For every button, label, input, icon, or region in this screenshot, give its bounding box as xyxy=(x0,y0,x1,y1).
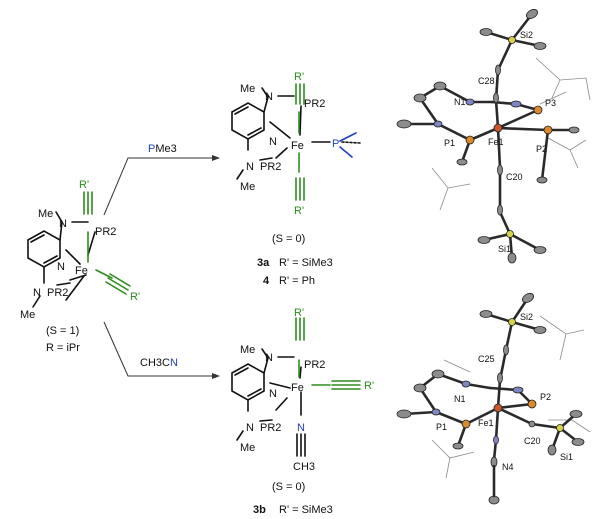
start-r-top: R' xyxy=(79,179,89,191)
bottom-pr2-top: PR2 xyxy=(304,359,325,371)
ct-p2: P2 xyxy=(536,144,547,154)
top-pr2-bottom: PR2 xyxy=(260,161,281,173)
bottom-r-right: R' xyxy=(364,380,374,392)
label-4: 4 xyxy=(263,275,270,287)
ct-fe1: Fe1 xyxy=(488,137,504,147)
reaction-arrows: PMe3 CH3CN xyxy=(103,143,220,379)
top-n-top: N xyxy=(265,91,273,103)
pyridine-ring xyxy=(27,230,61,268)
ct-si2: Si2 xyxy=(520,30,533,40)
label-3b: 3b xyxy=(253,504,266,516)
label-3a: 3a xyxy=(257,257,270,269)
cb-c20: C20 xyxy=(524,436,541,446)
start-spin: (S = 1) xyxy=(46,325,79,337)
start-fe: Fe xyxy=(75,265,88,277)
top-r-bottom: R' xyxy=(294,205,304,217)
cb-p1: P1 xyxy=(436,422,447,432)
ct-p3: P3 xyxy=(545,98,556,108)
bottom-me-bottom: Me xyxy=(240,442,255,454)
top-n-ring: N xyxy=(269,136,277,148)
start-me-bottom: Me xyxy=(20,309,35,321)
start-pr2-top: PR2 xyxy=(95,226,116,238)
cb-n1: N1 xyxy=(454,394,466,404)
start-n-top: N xyxy=(59,218,67,230)
def-3b: R' = SiMe3 xyxy=(279,504,333,516)
bottom-pr2-bottom: PR2 xyxy=(260,422,281,434)
top-product: R' Me N PR2 Fe P N N PR2 Me R' (S = 0) 3… xyxy=(231,71,361,287)
starting-complex: Me N PR2 Fe N N PR2 Me R' R' (S = 1) R =… xyxy=(20,179,140,354)
cb-si1: Si1 xyxy=(560,452,573,462)
bottom-product: R' Me N PR2 Fe R' N N PR2 Me N CH3 (S = … xyxy=(231,307,374,516)
bottom-fe: Fe xyxy=(291,382,304,394)
top-me-bottom: Me xyxy=(240,181,255,193)
bottom-me: Me xyxy=(240,344,255,356)
start-pr2-bottom: PR2 xyxy=(47,287,68,299)
bottom-n-top: N xyxy=(265,352,273,364)
cb-fe1: Fe1 xyxy=(478,418,494,428)
bottom-n-bottom: N xyxy=(246,422,254,434)
def-4: R' = Ph xyxy=(279,275,315,287)
cb-n4: N4 xyxy=(502,462,514,472)
crystal-structure-top: Si2 C28 N1 P3 P1 Fe1 P2 C20 Si1 xyxy=(396,9,591,264)
crystal-structure-bottom: Si2 C25 N1 P2 P1 Fe1 C20 N4 Si1 xyxy=(396,293,591,505)
start-r-right: R' xyxy=(130,291,140,303)
ct-n1: N1 xyxy=(454,97,466,107)
ct-si1: Si1 xyxy=(498,244,511,254)
top-fe: Fe xyxy=(291,140,304,152)
cb-p2: P2 xyxy=(540,392,551,402)
start-r-definition: R = iPr xyxy=(46,342,80,354)
bottom-r-top: R' xyxy=(294,307,304,319)
top-spin: (S = 0) xyxy=(272,233,305,245)
def-3a: R' = SiMe3 xyxy=(279,257,333,269)
top-n-bottom: N xyxy=(246,161,254,173)
bottom-n-nitrile: N xyxy=(297,422,305,434)
bottom-ch3: CH3 xyxy=(293,461,315,473)
top-me: Me xyxy=(240,83,255,95)
arrow-bottom xyxy=(103,321,212,377)
bottom-n-ring: N xyxy=(269,388,277,400)
start-me-label: Me xyxy=(38,208,53,220)
top-pr2-top: PR2 xyxy=(304,98,325,110)
cb-si2: Si2 xyxy=(520,312,533,322)
arrow-top xyxy=(103,157,212,216)
cb-c25: C25 xyxy=(478,354,495,364)
bottom-spin: (S = 0) xyxy=(272,481,305,493)
start-n-ring: N xyxy=(57,261,65,273)
top-r-top: R' xyxy=(294,71,304,83)
arrow-top-reagent: PMe3 xyxy=(148,143,177,155)
arrow-bottom-reagent: CH3CN xyxy=(140,357,178,369)
start-n-bottom: N xyxy=(33,287,41,299)
ct-c20: C20 xyxy=(506,172,523,182)
top-p: P xyxy=(332,138,339,150)
ct-c28: C28 xyxy=(478,76,495,86)
ct-p1: P1 xyxy=(444,138,455,148)
